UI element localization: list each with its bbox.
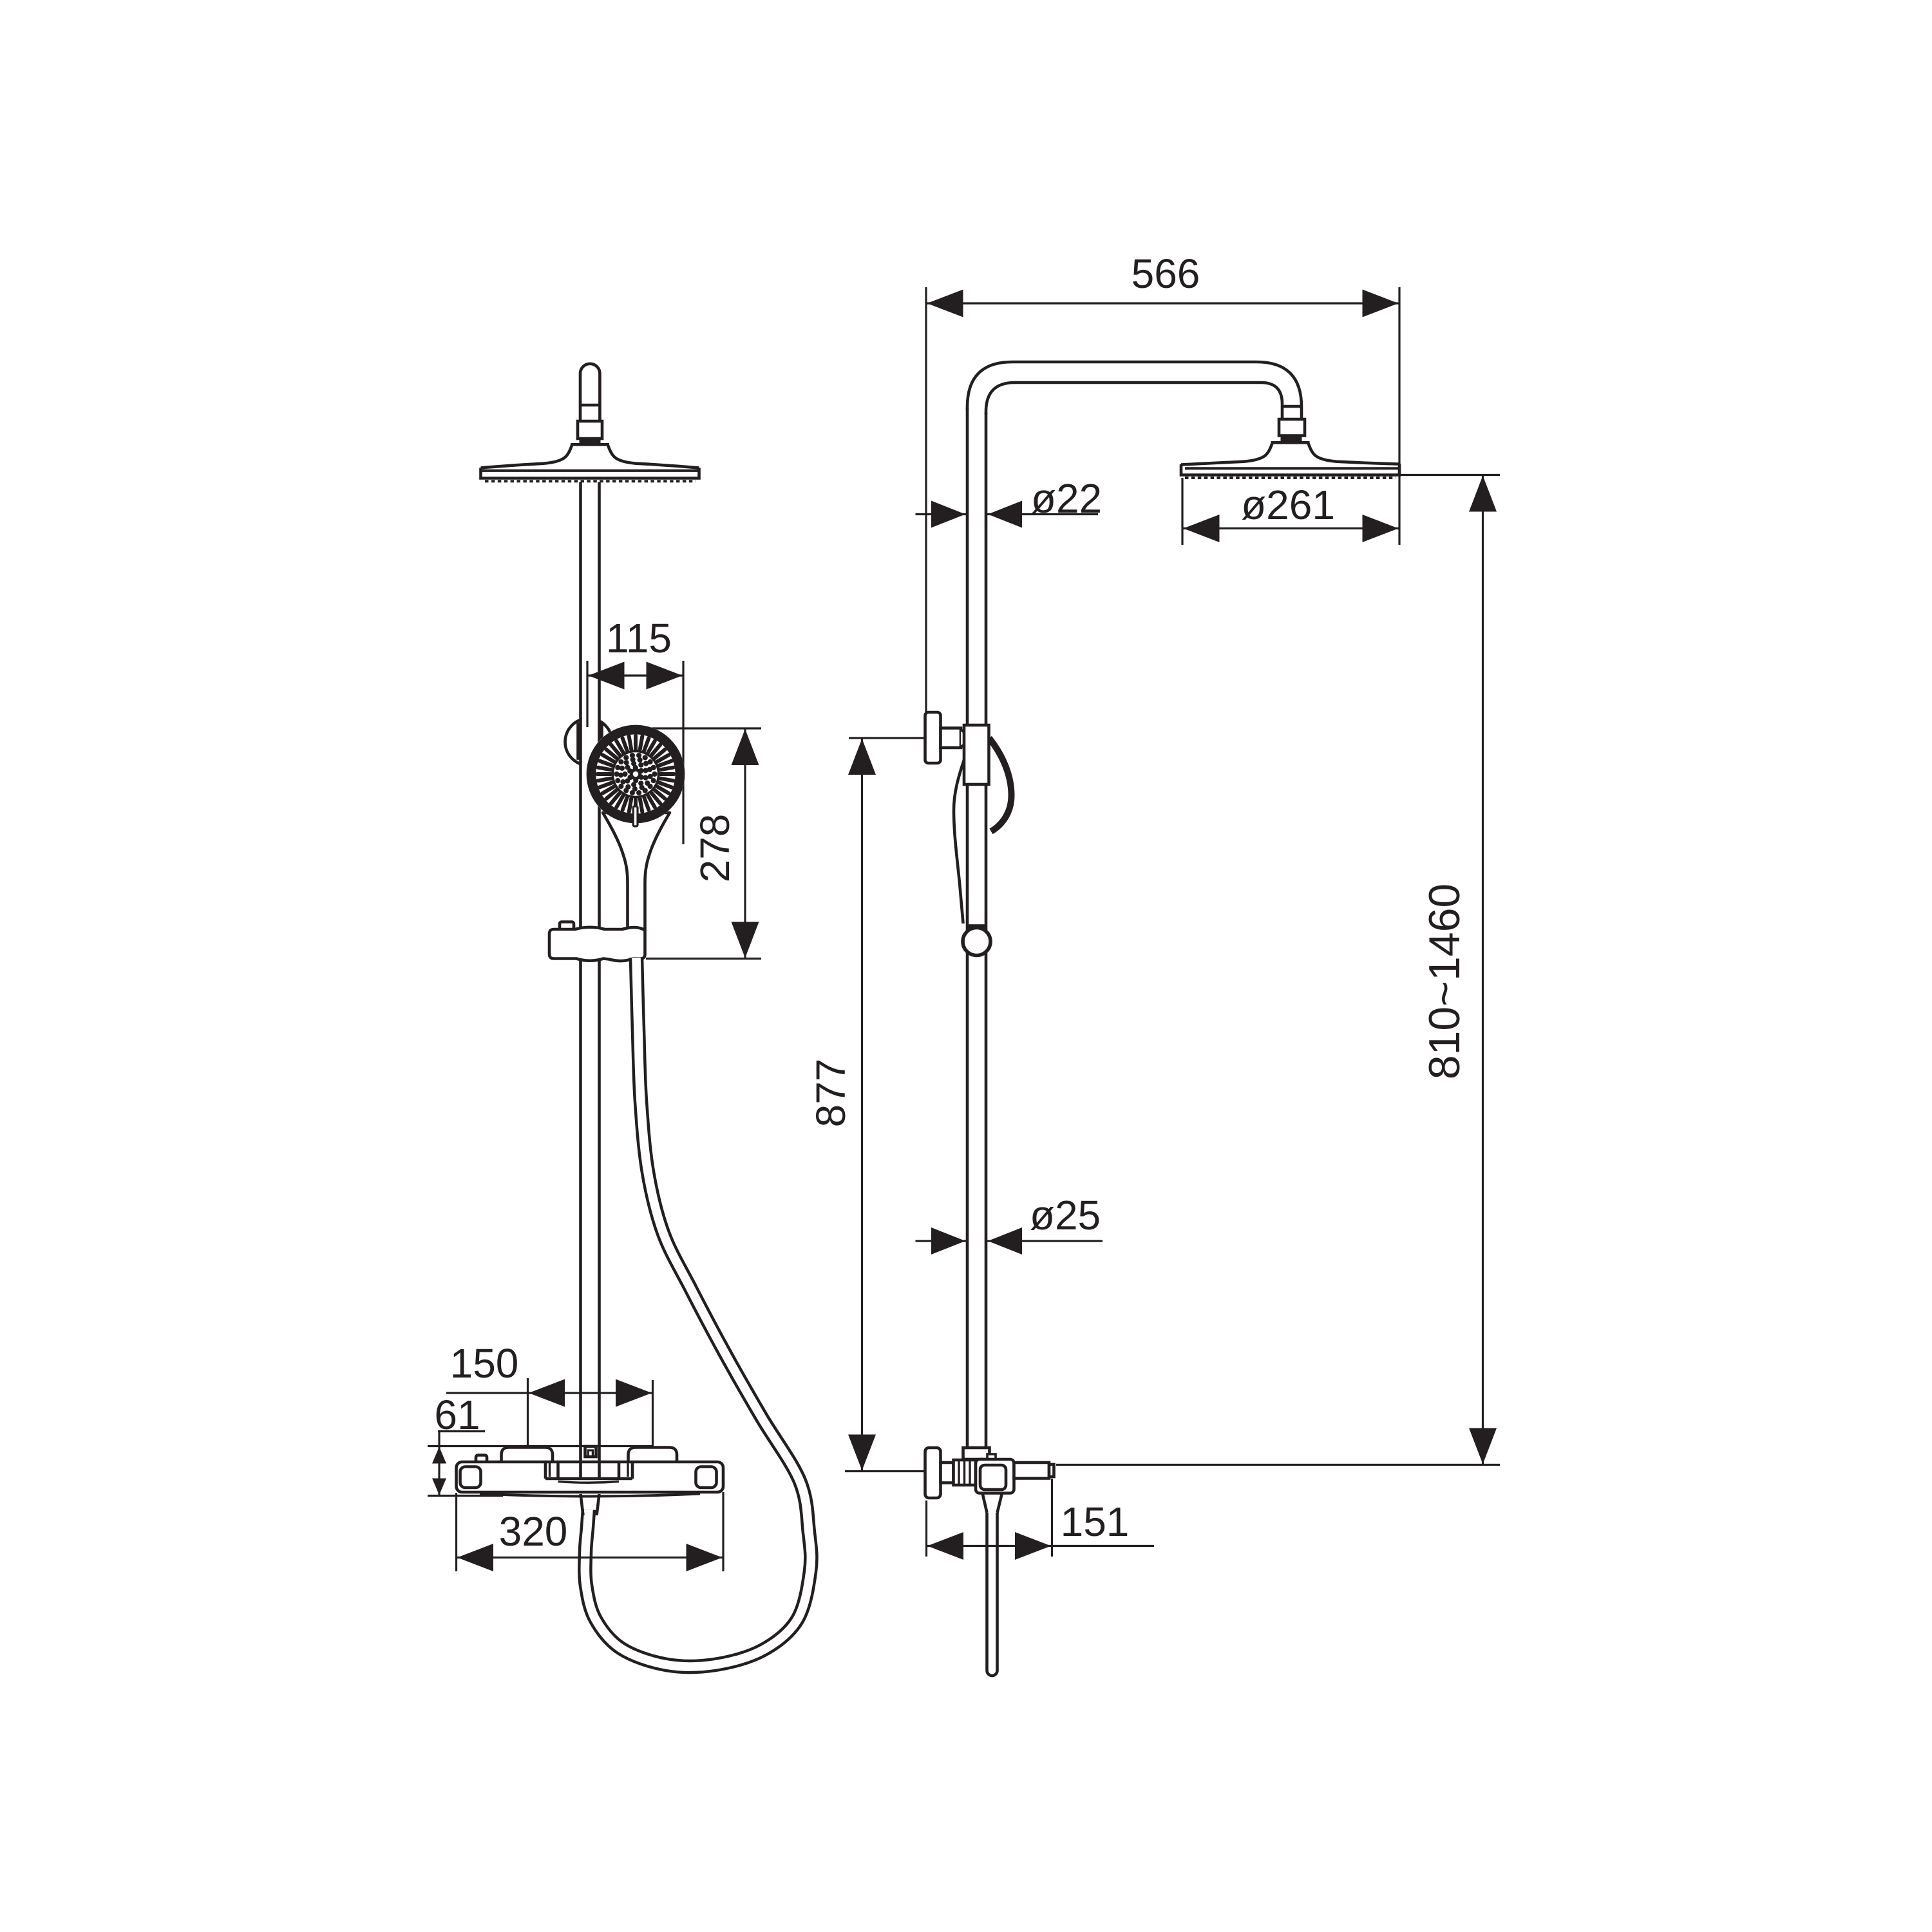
svg-text:151: 151 (1061, 1499, 1130, 1545)
svg-text:115: 115 (606, 615, 672, 661)
svg-text:877: 877 (808, 1059, 854, 1128)
svg-text:810~1460: 810~1460 (1420, 884, 1469, 1079)
svg-text:278: 278 (692, 814, 738, 883)
svg-text:320: 320 (499, 1508, 568, 1555)
svg-text:ø22: ø22 (1031, 475, 1102, 522)
svg-text:61: 61 (434, 1392, 480, 1438)
svg-text:566: 566 (1132, 251, 1200, 297)
svg-text:150: 150 (450, 1340, 519, 1387)
svg-text:ø25: ø25 (1030, 1192, 1101, 1238)
svg-text:ø261: ø261 (1241, 482, 1335, 528)
